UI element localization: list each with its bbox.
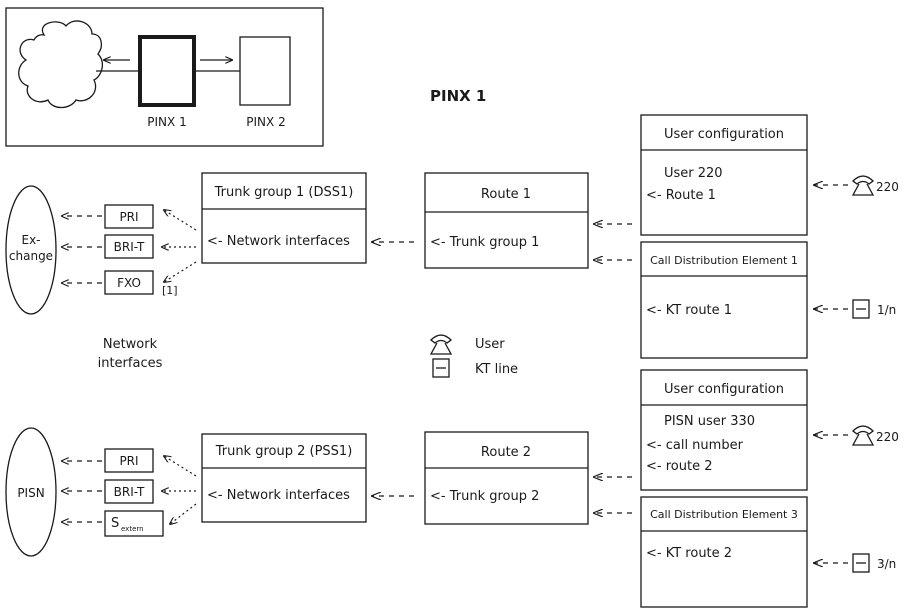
route-1: Route 1 <- Trunk group 1: [424, 172, 589, 269]
exchange-oval: [5, 185, 57, 315]
pisn-label: PISN: [17, 486, 44, 500]
terminal-user-1: 220: [814, 175, 899, 196]
arrow-trunk1-pri: [164, 210, 197, 231]
user-config-1-line2: <- Route 1: [646, 188, 716, 203]
kt-line-icon: [432, 358, 450, 378]
legend-user-label: User: [475, 337, 505, 352]
route-2-title: Route 2: [481, 445, 531, 460]
arrow-trunk2-pri: [164, 456, 197, 477]
exchange-label-line1: Ex-: [21, 233, 40, 247]
telephone-icon: [851, 425, 875, 446]
user-configuration-1: User configuration User 220 <- Route 1: [640, 114, 808, 236]
terminal-kt-3: 3/n: [814, 553, 896, 573]
interface-extern-subscript: extern: [121, 525, 144, 533]
interface-fxo-label: FXO: [117, 276, 141, 290]
interface-bri-t-2-label: BRI-T: [114, 485, 145, 499]
kt-line-icon: [852, 553, 870, 573]
trunk-group-2-body: <- Network interfaces: [207, 488, 350, 503]
interface-s-extern: [104, 510, 164, 537]
user-config-1-line1: User 220: [664, 166, 723, 181]
cde-3-body: <- KT route 2: [646, 546, 732, 561]
route-1-body: <- Trunk group 1: [430, 235, 539, 250]
user-config-2-line2: <- call number: [646, 438, 744, 453]
trunk-group-1-body: <- Network interfaces: [207, 234, 350, 249]
overview-pinx2-label: PINX 2: [246, 115, 285, 129]
route-2: Route 2 <- Trunk group 2: [424, 431, 589, 525]
interface-bri-t-2: [104, 479, 154, 504]
terminal-user-2: 220: [814, 425, 899, 446]
interface-pri-1-label: PRI: [119, 210, 138, 224]
overview-pinx1-label: PINX 1: [147, 115, 186, 129]
interface-pri-2: [104, 448, 154, 473]
call-distribution-element-1: Call Distribution Element 1 <- KT route …: [640, 241, 808, 359]
diagram-title: PINX 1: [430, 87, 486, 105]
terminal-user-2-number: 220: [876, 430, 899, 444]
user-config-1-title: User configuration: [664, 127, 784, 142]
network-interfaces-caption-1: Network: [103, 337, 158, 352]
interface-s-label: S: [111, 516, 119, 531]
cde-1-body: <- KT route 1: [646, 303, 732, 318]
interface-bri-t-1: [104, 234, 154, 259]
user-config-2-line1: PISN user 330: [664, 414, 755, 429]
kt-line-icon: [852, 299, 870, 319]
terminal-user-1-number: 220: [876, 180, 899, 194]
group2-interfaces: PRI BRI-T S extern: [62, 448, 197, 537]
pisn-oval: [5, 427, 57, 557]
user-config-2-line3: <- route 2: [646, 459, 712, 474]
user-config-2-title: User configuration: [664, 382, 784, 397]
call-distribution-element-3: Call Distribution Element 3 <- KT route …: [640, 496, 808, 608]
overview-pinx2-box: [239, 36, 291, 106]
fxo-footnote: [1]: [162, 284, 178, 297]
route-2-body: <- Trunk group 2: [430, 489, 539, 504]
telephone-icon: [429, 334, 453, 355]
trunk-group-1-title: Trunk group 1 (DSS1): [214, 185, 354, 200]
user-configuration-2: User configuration PISN user 330 <- call…: [640, 369, 808, 491]
telephone-icon: [851, 175, 875, 196]
trunk-group-2-title: Trunk group 2 (PSS1): [215, 444, 353, 459]
cde-1-title: Call Distribution Element 1: [650, 254, 798, 267]
legend-kt-label: KT line: [475, 362, 518, 377]
terminal-kt-3-value: 3/n: [877, 557, 896, 571]
trunk-group-2: Trunk group 2 (PSS1) <- Network interfac…: [201, 433, 367, 523]
network-interfaces-caption-2: interfaces: [98, 356, 163, 371]
group1-interfaces: PRI BRI-T FXO [1]: [62, 204, 197, 297]
interface-fxo: [104, 270, 154, 295]
route-1-title: Route 1: [481, 187, 531, 202]
interface-bri-t-1-label: BRI-T: [114, 240, 145, 254]
legend: User KT line: [429, 334, 518, 378]
exchange-label-line2: change: [9, 249, 53, 263]
trunk-group-1: Trunk group 1 (DSS1) <- Network interfac…: [201, 172, 367, 264]
arrow-trunk2-sextern: [170, 503, 197, 524]
network-cloud-icon: [18, 20, 104, 109]
interface-pri-2-label: PRI: [119, 454, 138, 468]
arrow-trunk1-fxo: [164, 261, 197, 282]
terminal-kt-1: 1/n: [814, 299, 896, 319]
overview-inset: PINX 1 PINX 2: [5, 7, 324, 147]
overview-pinx1-box: [138, 35, 196, 107]
terminal-kt-1-value: 1/n: [877, 303, 896, 317]
interface-pri-1: [104, 204, 154, 229]
cde-3-title: Call Distribution Element 3: [650, 508, 798, 521]
